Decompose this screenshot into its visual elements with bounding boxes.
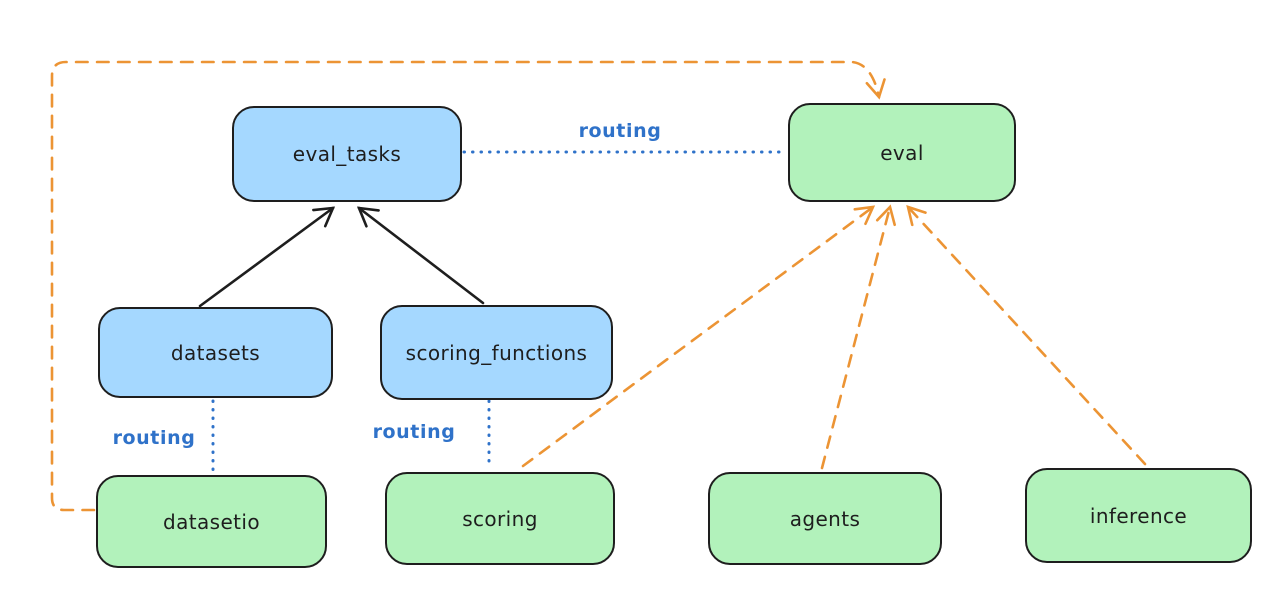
node-scoring: scoring [385,472,615,565]
edge-scoring_functions-to-eval_tasks [356,206,485,305]
edge-agents-to-eval [820,204,896,470]
node-agents: agents [708,472,942,565]
routing-label-left: routing [112,427,196,449]
node-scoring-functions: scoring_functions [380,305,613,400]
node-datasets-label: datasets [170,340,261,365]
edge-scoring-to-eval [521,205,876,468]
node-datasetio-label: datasetio [162,509,260,534]
edge-datasets-to-eval_tasks [198,206,336,308]
node-eval-label: eval [880,140,924,165]
node-inference: inference [1025,468,1252,563]
node-eval: eval [788,103,1016,202]
routing-label-top: routing [578,120,662,142]
node-scoring-label: scoring [462,506,538,531]
node-inference-label: inference [1089,503,1188,528]
edge-inference-to-eval [906,205,1147,466]
node-scoring-functions-label: scoring_functions [405,340,588,365]
node-datasets: datasets [98,307,333,398]
node-eval-tasks-label: eval_tasks [292,142,402,166]
routing-label-middle: routing [372,421,456,443]
node-eval-tasks: eval_tasks [232,106,462,202]
node-agents-label: agents [789,506,861,531]
node-datasetio: datasetio [96,475,327,568]
